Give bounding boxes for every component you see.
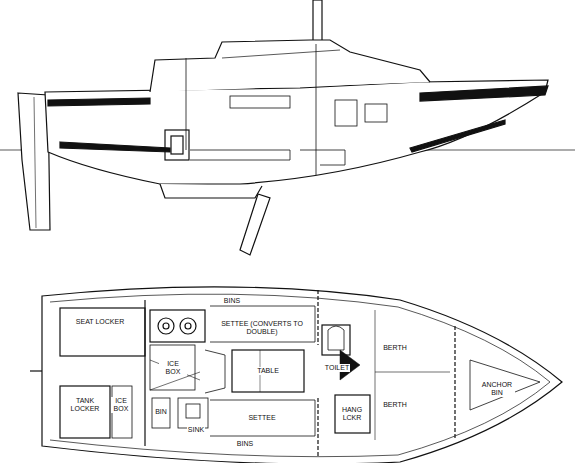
- cabin-trunk: [150, 40, 430, 92]
- room-label: BERTH: [382, 344, 408, 352]
- seat-locker: [60, 308, 145, 356]
- anchor-bin: [470, 360, 540, 410]
- room-label: HANG LCKR: [336, 406, 368, 422]
- sink: [178, 398, 208, 428]
- mast: [313, 0, 322, 44]
- keel: [240, 194, 270, 255]
- hull-plan: [42, 287, 562, 463]
- room-label: SETTEE (CONVERTS TO DOUBLE): [216, 320, 308, 336]
- room-label: SETTEE: [247, 414, 276, 422]
- hang-locker: [335, 395, 370, 433]
- room-label: ICE BOX: [111, 397, 131, 413]
- room-label: ICE BOX: [159, 360, 187, 376]
- stripe: [48, 98, 150, 106]
- icebox: [150, 345, 195, 390]
- room-label: TOILET: [324, 364, 350, 372]
- room-label: BINS: [223, 297, 241, 305]
- toilet-area: [322, 325, 350, 355]
- room-label: TABLE: [256, 367, 280, 375]
- table: [232, 350, 304, 392]
- room-label: BINS: [236, 440, 254, 448]
- tank-locker: [60, 386, 110, 438]
- rudder: [18, 93, 50, 230]
- room-label: SEAT LOCKER: [75, 318, 125, 326]
- engine-box: [165, 130, 189, 160]
- stove: [150, 310, 205, 342]
- room-label: SINK: [187, 426, 205, 434]
- room-label: BIN: [154, 408, 168, 416]
- room-label: ANCHOR BIN: [479, 381, 515, 397]
- room-label: TANK LOCKER: [64, 397, 106, 413]
- room-label: BERTH: [382, 401, 408, 409]
- hull-profile: [45, 80, 548, 184]
